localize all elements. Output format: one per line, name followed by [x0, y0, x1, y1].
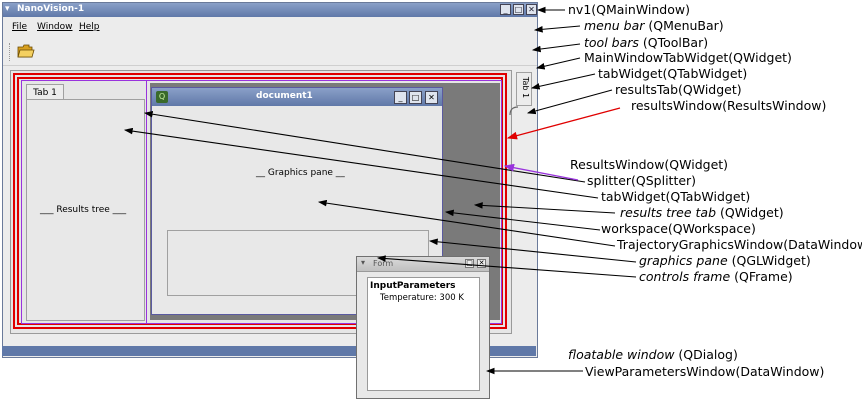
- label-results-tree-tab: results tree tab (QWidget): [620, 205, 784, 220]
- tab-widget-highlight: [13, 73, 507, 329]
- label-tool-bars-italic: tool bars: [584, 35, 639, 50]
- label-results-tab: resultsTab(QWidget): [615, 82, 742, 97]
- dialog-title: Form: [373, 259, 394, 268]
- graphics-pane-label: __ Graphics pane __: [256, 168, 345, 178]
- maximize-button[interactable]: □: [513, 4, 524, 15]
- menu-help[interactable]: Help: [79, 22, 100, 32]
- tab-results-tree[interactable]: Tab 1: [26, 84, 64, 101]
- main-window-titlebar[interactable]: ▾ NanoVision-1 _ □ ✕: [3, 3, 537, 17]
- arrow-results-tree-tab: [473, 202, 616, 214]
- results-widget-highlight: [21, 80, 502, 324]
- label-results-widget: ResultsWindow(QWidget): [570, 157, 728, 172]
- arrow-results-tab: [526, 89, 613, 115]
- label-graphics-pane-text: (QGLWidget): [727, 253, 811, 268]
- splitter-handle[interactable]: [146, 80, 147, 324]
- label-tab-widget-text: tabWidget(QTabWidget): [598, 66, 748, 81]
- menu-help-label: Help: [79, 22, 100, 32]
- window-menu-icon[interactable]: ▾: [5, 4, 10, 14]
- tool-bar: [3, 39, 537, 66]
- dialog-menu-icon[interactable]: ▾: [361, 258, 366, 267]
- menu-window[interactable]: Window: [37, 22, 73, 32]
- dialog-maximize-button[interactable]: □: [465, 259, 474, 268]
- arrow-trajectory-window: [317, 199, 616, 247]
- parameters-dialog: ▾ Form □ ✕ InputParameters Temperature: …: [356, 256, 490, 399]
- document-title: document1: [256, 91, 313, 101]
- label-controls-frame-text: (QFrame): [730, 269, 793, 284]
- temperature-value: Temperature: 300 K: [380, 293, 464, 303]
- arrow-results-window: [506, 107, 621, 140]
- label-controls-frame-italic: controls frame: [639, 269, 731, 284]
- menu-file-label: File: [12, 22, 28, 32]
- results-tree-panel[interactable]: [26, 99, 145, 321]
- close-button[interactable]: ✕: [526, 4, 537, 15]
- tab-scroll-icon[interactable]: [509, 106, 519, 116]
- arrow-results-widget: [503, 163, 579, 181]
- results-window-highlight: [17, 77, 503, 325]
- label-floatable-window-italic: floatable window: [568, 347, 675, 362]
- open-folder-icon[interactable]: [17, 44, 35, 58]
- label-menu-bar: menu bar (QMenuBar): [584, 18, 724, 33]
- label-inner-tab-widget-text: tabWidget(QTabWidget): [601, 189, 751, 204]
- label-results-widget-text: ResultsWindow(QWidget): [570, 157, 729, 172]
- results-tree-label: ___ Results tree ___: [40, 205, 127, 215]
- dialog-content: InputParameters Temperature: 300 K: [367, 277, 480, 391]
- doc-maximize-button[interactable]: □: [409, 91, 422, 104]
- parameters-heading: InputParameters: [370, 281, 456, 291]
- label-tool-bars-text: (QToolBar): [638, 35, 709, 50]
- label-results-window: resultsWindow(ResultsWindow): [631, 98, 826, 113]
- qt-app-icon: Q: [156, 91, 168, 103]
- label-view-parameters: ViewParametersWindow(DataWindow): [585, 364, 824, 379]
- arrow-controls-frame: [376, 255, 637, 278]
- doc-close-button[interactable]: ✕: [425, 91, 438, 104]
- toolbar-handle[interactable]: [9, 43, 12, 61]
- arrow-main-tab-widget: [535, 57, 581, 70]
- arrow-inner-tab-widget: [123, 127, 599, 199]
- menu-file[interactable]: File: [12, 22, 27, 32]
- menu-window-label: Window: [37, 22, 73, 32]
- label-floatable-window: floatable window (QDialog): [568, 347, 738, 362]
- label-controls-frame: controls frame (QFrame): [639, 269, 793, 284]
- label-tab-widget: tabWidget(QTabWidget): [598, 66, 747, 81]
- label-results-window-text: resultsWindow(ResultsWindow): [631, 98, 827, 113]
- label-main-tab-widget: MainWindowTabWidget(QWidget): [584, 50, 792, 65]
- label-floatable-window-text: (QDialog): [674, 347, 738, 362]
- label-graphics-pane-italic: graphics pane: [639, 253, 728, 268]
- arrow-tab-widget: [530, 73, 596, 90]
- arrow-menu-bar: [533, 25, 581, 33]
- document-titlebar[interactable]: Q document1 _ □ ✕: [152, 88, 442, 106]
- main-window-title: NanoVision-1: [17, 4, 85, 14]
- label-splitter: splitter(QSplitter): [587, 173, 696, 188]
- label-splitter-text: splitter(QSplitter): [587, 173, 697, 188]
- doc-minimize-button[interactable]: _: [394, 91, 407, 104]
- arrow-graphics-pane: [428, 238, 637, 263]
- arrow-workspace: [444, 209, 601, 231]
- label-nv1-text: nv1(QMainWindow): [568, 2, 690, 17]
- label-view-parameters-text: ViewParametersWindow(DataWindow): [585, 364, 825, 379]
- label-nv1: nv1(QMainWindow): [568, 2, 690, 17]
- label-workspace: workspace(QWorkspace): [601, 221, 756, 236]
- label-menu-bar-text: (QMenuBar): [644, 18, 724, 33]
- label-results-tree-tab-text: (QWidget): [716, 205, 784, 220]
- label-menu-bar-italic: menu bar: [584, 18, 645, 33]
- label-graphics-pane: graphics pane (QGLWidget): [639, 253, 811, 268]
- dialog-titlebar[interactable]: ▾ Form □ ✕: [357, 257, 489, 272]
- label-results-tree-tab-italic: results tree tab: [620, 205, 717, 220]
- arrow-tool-bar: [531, 43, 581, 53]
- dialog-close-button[interactable]: ✕: [477, 259, 486, 268]
- label-main-tab-widget-text: MainWindowTabWidget(QWidget): [584, 50, 792, 65]
- label-tool-bars: tool bars (QToolBar): [584, 35, 708, 50]
- arrow-splitter: [143, 110, 586, 183]
- label-inner-tab-widget: tabWidget(QTabWidget): [601, 189, 750, 204]
- label-trajectory-window: TrajectoryGraphicsWindow(DataWindow): [617, 237, 862, 252]
- label-trajectory-window-text: TrajectoryGraphicsWindow(DataWindow): [617, 237, 862, 252]
- status-bar: [2, 346, 536, 356]
- label-results-tab-text: resultsTab(QWidget): [615, 82, 742, 97]
- label-workspace-text: workspace(QWorkspace): [601, 221, 756, 236]
- minimize-button[interactable]: _: [500, 4, 511, 15]
